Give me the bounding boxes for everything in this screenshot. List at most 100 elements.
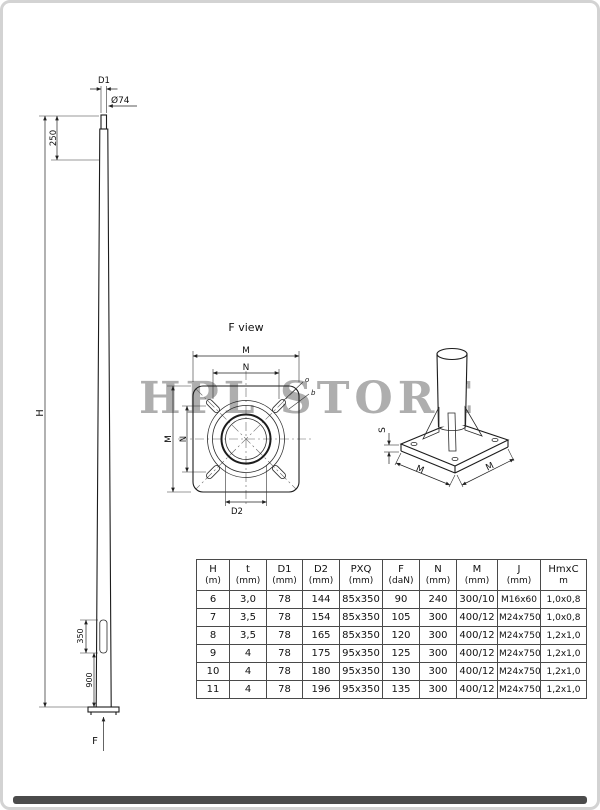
table-cell: M24x750 [497, 626, 541, 645]
callout-a-label: o [305, 376, 309, 384]
flange-f-view: F view M N [164, 321, 316, 517]
table-cell: 1,2x1,0 [540, 644, 587, 663]
table-header-row: H(m)t(mm)D1(mm)D2(mm)PXQ(mm)F(daN)N(mm)M… [196, 559, 587, 591]
table-cell: 4 [229, 662, 267, 681]
table-cell: 144 [302, 590, 340, 609]
table-cell: 78 [266, 626, 303, 645]
dim-h-label: H [35, 409, 46, 417]
table-cell: 120 [382, 626, 420, 645]
table-cell: 78 [266, 590, 303, 609]
iso-cylinder-top [436, 347, 468, 361]
dim-n-left-label: N [179, 436, 189, 442]
table-cell: 135 [382, 680, 420, 699]
table-cell: 3,5 [229, 626, 267, 645]
table-cell: 300 [419, 680, 457, 699]
table-cell: 400/12 [456, 644, 498, 663]
table-cell: 3,5 [229, 608, 267, 627]
d1-dim-label: D1 [98, 76, 110, 86]
dim-m-left-label: M [164, 435, 174, 443]
table-cell: 3,0 [229, 590, 267, 609]
table-cell: 175 [302, 644, 340, 663]
flange-plate-outline [192, 385, 300, 493]
iso-cylinder-fill [437, 354, 467, 427]
iso-gusset-right [464, 405, 483, 437]
pole-spigot [100, 114, 108, 130]
table-cell: 4 [229, 644, 267, 663]
pole-tube-inner [225, 418, 267, 460]
table-header-cell: F(daN) [382, 559, 420, 591]
table-cell: 8 [196, 626, 230, 645]
pole-base-plate [87, 706, 120, 713]
dia74-label: Ø74 [111, 95, 130, 106]
table-cell: 400/12 [456, 662, 498, 681]
table-cell: 240 [419, 590, 457, 609]
flange-weld-circle [212, 405, 280, 473]
table-cell: 105 [382, 608, 420, 627]
iso-gusset-left [422, 406, 440, 440]
table-header-cell: N(mm) [419, 559, 457, 591]
bolt-slot-bottom-right [272, 465, 286, 479]
dim-m-top-label: M [242, 346, 250, 356]
table-cell: 78 [266, 608, 303, 627]
dim-350-label: 350 [76, 628, 85, 643]
bolt-slot-top-right [272, 399, 286, 413]
table-cell: 78 [266, 662, 303, 681]
callout-b-label: b [311, 389, 316, 397]
f-view-title: F view [228, 321, 263, 334]
table-cell: 7 [196, 608, 230, 627]
table-cell: 1,2x1,0 [540, 662, 587, 681]
spec-table: H(m)t(mm)D1(mm)D2(mm)PXQ(mm)F(daN)N(mm)M… [196, 559, 587, 699]
dim-s-label: S [378, 427, 388, 433]
table-cell: M16x60 [497, 590, 541, 609]
table-cell: M24x750 [497, 662, 541, 681]
table-cell: 1,2x1,0 [540, 626, 587, 645]
pole-access-door [99, 619, 108, 654]
table-header-cell: M(mm) [456, 559, 498, 591]
dim-m-iso-right-label: M [484, 461, 495, 473]
table-cell: M24x750 [497, 644, 541, 663]
dim-250-label: 250 [49, 130, 59, 146]
table-cell: 78 [266, 644, 303, 663]
table-cell: 6 [196, 590, 230, 609]
base-isometric-view: S M M [378, 347, 515, 488]
flange-outer-circle [207, 400, 285, 478]
f-direction-label: F [92, 736, 98, 747]
table-cell: M24x750 [497, 680, 541, 699]
table-cell: 400/12 [456, 608, 498, 627]
dim-900-label: 900 [85, 672, 94, 687]
table-cell: 125 [382, 644, 420, 663]
table-cell: 180 [302, 662, 340, 681]
table-cell: 300 [419, 662, 457, 681]
table-cell: 1,0x0,8 [540, 608, 587, 627]
bolt-slot-top-left [206, 399, 220, 413]
table-cell: 400/12 [456, 680, 498, 699]
dim-m-iso-left-label: M [414, 464, 425, 476]
table-cell: 85x350 [339, 608, 383, 627]
watermark: HPL STORE [139, 373, 478, 424]
table-cell: 300 [419, 608, 457, 627]
table-header-cell: PXQ(mm) [339, 559, 383, 591]
technical-drawing: D1 Ø74 250 H 350 900 F [35, 76, 515, 751]
table-cell: 95x350 [339, 662, 383, 681]
table-cell: 1,2x1,0 [540, 680, 587, 699]
table-cell: 9 [196, 644, 230, 663]
table-cell: 11 [196, 680, 230, 699]
table-cell: 400/12 [456, 626, 498, 645]
table-cell: 85x350 [339, 626, 383, 645]
table-cell: 95x350 [339, 644, 383, 663]
table-cell: 300 [419, 626, 457, 645]
iso-bolt-hole-right [491, 437, 499, 442]
table-header-cell: D1(mm) [266, 559, 303, 591]
table-cell: 95x350 [339, 680, 383, 699]
table-cell: M24x750 [497, 608, 541, 627]
dim-d2-label: D2 [231, 507, 243, 517]
table-cell: 4 [229, 680, 267, 699]
table-cell: 78 [266, 680, 303, 699]
